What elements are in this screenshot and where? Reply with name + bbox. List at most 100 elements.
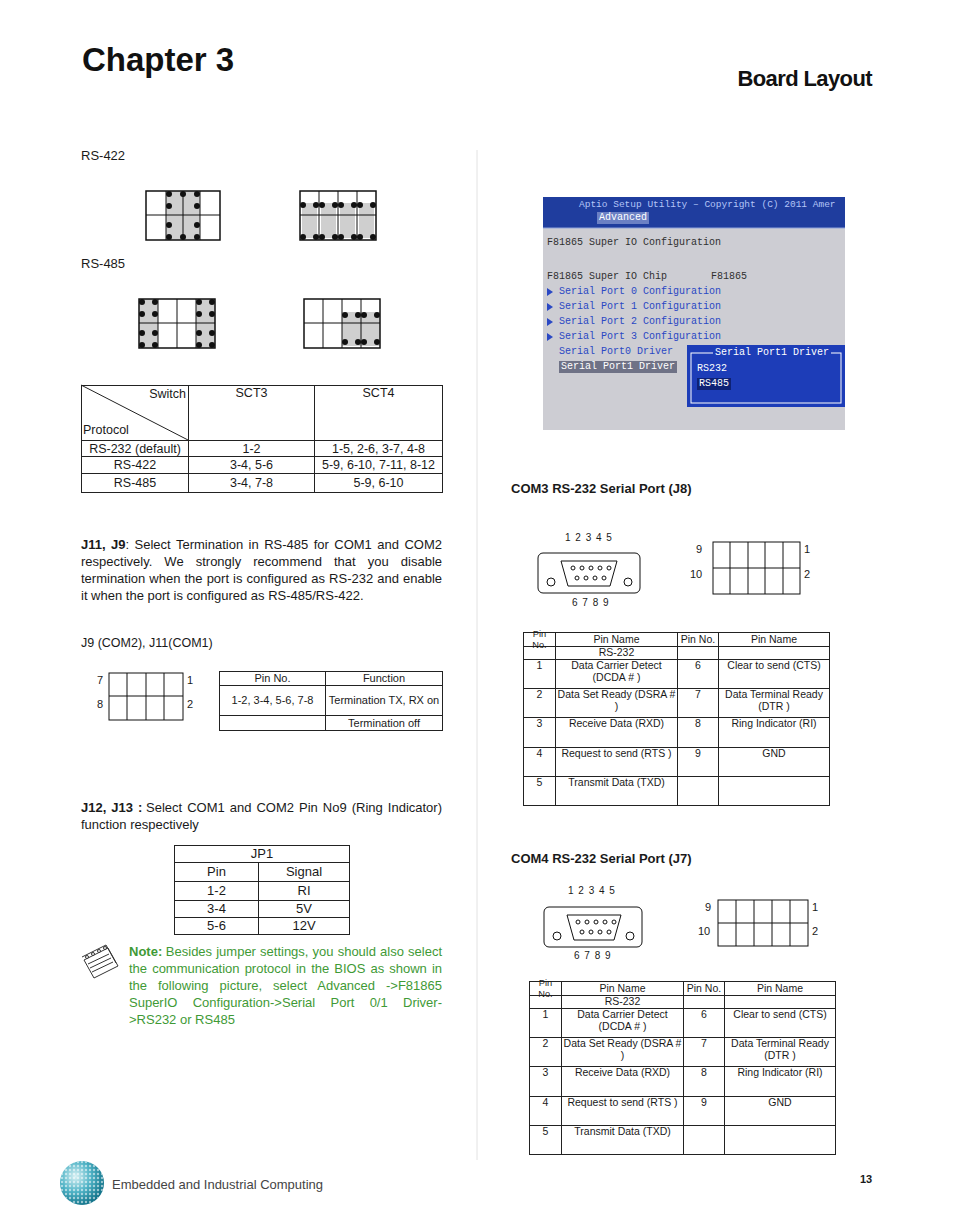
shape [139,299,145,305]
menu-arrow [547,333,553,341]
text-label: J9 (COM2), J11(COM1) [81,636,213,651]
pin-number: 2 [812,925,818,938]
shape [196,311,202,317]
table-cell-text: Pin No. [679,633,717,646]
text-label: Protocol [83,423,129,438]
pin-numbers: 1 2 3 4 5 [568,885,616,897]
table-cell-text: Termination TX, RX on [327,686,441,715]
table-cell-text: 5 [525,777,554,805]
table-cell-text: 5V [260,901,348,917]
table-cell-text: 5-9, 6-10, 7-11, 8-12 [316,457,441,473]
shape [109,673,183,720]
pin-number: 1 [187,674,193,687]
paragraph-lead: Note: [129,944,162,959]
table-cell-text: 8 [679,718,717,747]
table-cell-text: 7 [679,689,717,717]
table-cell-text: Data Terminal Ready (DTR ) [726,1038,834,1066]
table-cell-text: Pin Name [557,633,676,646]
jumper-diagram [139,299,215,348]
shape [166,203,172,209]
shape [139,299,215,348]
shape [374,339,380,345]
table-cell-text: Ring Indicator (RI) [720,718,828,747]
diagonal-line [81,385,188,440]
table-cell-text: Pin No. [685,982,723,995]
table-cell [724,1125,836,1155]
table-cell-text: 5-9, 6-10 [316,474,441,492]
menu-text: Serial Port 3 Configuration [559,331,721,343]
shape [60,1161,104,1205]
table-cell-text: Pin No. [531,982,560,995]
menu-text: Advanced [597,212,649,224]
shape [109,673,183,720]
shape [624,578,632,586]
pin-number: 1 [804,543,810,556]
shape [313,202,319,208]
pin-number: 8 [97,698,103,711]
menu-text: F81865 Super IO Chip [547,271,667,283]
shape [357,234,363,240]
shape [98,950,101,953]
shape [342,339,348,345]
table-cell-text: Pin Name [563,982,682,995]
jumper-diagram [304,299,380,348]
text-label: RS-485 [81,256,125,272]
bios-popup: Serial Port1 DriverRS232RS485 [687,345,845,407]
pin-numbers: 6 7 8 9 [572,597,610,609]
shape [304,299,380,348]
db9-connector [538,553,640,593]
table-cell [677,776,719,806]
shape [60,1161,104,1205]
table-cell-text: GND [726,1097,834,1125]
table-cell-text: Data Carrier Detect (DCDA # ) [563,1009,682,1037]
shape [718,900,808,946]
shape [580,566,584,570]
shape [580,930,584,934]
table-cell-text: 1-2 [176,882,257,900]
table-cell-text: JP1 [176,846,348,862]
shape [359,203,374,238]
bar-edge [543,228,845,229]
pin-number: 1 [812,901,818,914]
table-cell-text: 1-5, 2-6, 3-7, 4-8 [316,441,441,456]
table-cell [724,995,836,1009]
table-cell-text: Pin Name [720,633,828,646]
table-cell-text: 4 [525,748,554,776]
section-heading: COM3 RS-232 Serial Port (J8) [511,481,692,497]
shape [598,566,602,570]
table-cell-text: 8 [685,1067,723,1096]
jumper-diagram [300,191,376,240]
paragraph: J12, J13 :Select COM1 and COM2 Pin No9 (… [81,799,442,833]
shape [561,561,617,586]
shape [612,920,616,924]
shape [82,945,116,963]
shape [602,576,606,580]
shape [166,191,200,240]
popup-frame [691,353,841,403]
shape [319,234,325,240]
table-cell-text: 1-2 [190,441,313,456]
shape [576,920,580,924]
shape [166,191,172,197]
shape [585,920,589,924]
table-cell-text: Data Set Ready (DSRA # ) [563,1038,682,1066]
shape [370,234,376,240]
table-cell-text: 1 [525,660,554,688]
shape [194,222,200,228]
shape [209,299,215,305]
table-cell [718,776,830,806]
shape [321,203,336,238]
pin-header [718,900,808,946]
table-cell-text: Clear to send (CTS) [726,1009,834,1037]
table-cell-text: 2 [531,1038,560,1066]
page-number: 13 [860,1173,872,1186]
footer-text: Embedded and Industrial Computing [112,1177,323,1193]
pin-numbers: 6 7 8 9 [574,950,612,962]
table-cell-text: Pin No. [525,633,554,646]
text-label: RS-422 [81,148,125,164]
table-cell-text: 3-4 [176,901,257,917]
table-cell-text: RS-485 [83,474,187,492]
paragraph-lead: J11, J9 [81,537,126,552]
shape [357,202,363,208]
